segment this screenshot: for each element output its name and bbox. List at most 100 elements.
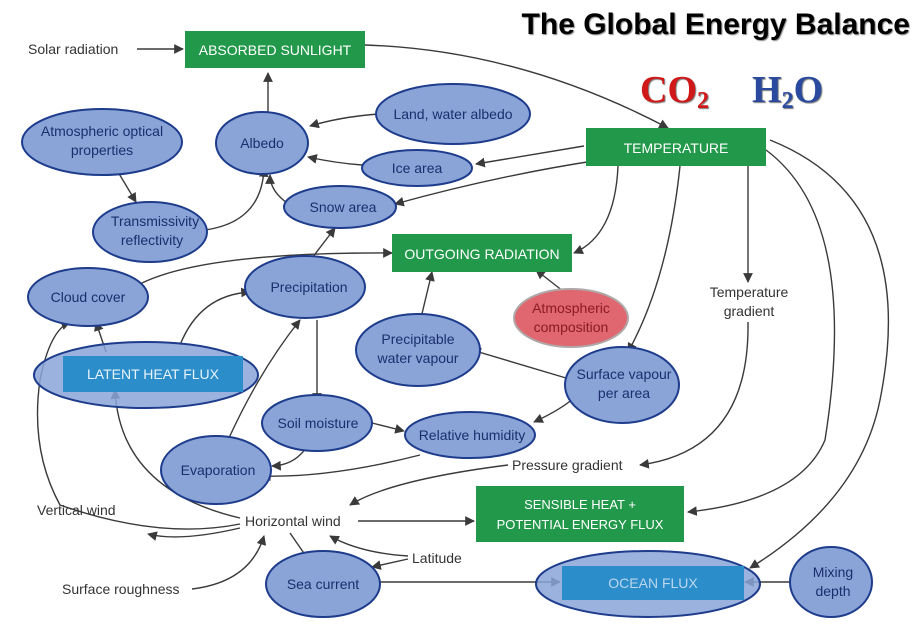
mixing-depth-node: Mixing depth <box>789 546 873 618</box>
arrow-landalbedo-to-albedo <box>309 113 379 129</box>
ocean-flux-node: OCEAN FLUX <box>535 550 761 618</box>
arrow-horizontalwind-to-verticalwind <box>36 320 241 530</box>
ocean-flux-label: OCEAN FLUX <box>608 575 698 591</box>
h2o-subscript: 2 <box>781 88 794 114</box>
absorbed-sunlight-rect <box>185 31 365 68</box>
arrow-surfacevapour-to-precipitable <box>471 347 567 379</box>
surface-vapour-label-line2: per area <box>598 385 650 401</box>
arrow-relhumidity-to-evaporation <box>261 454 421 482</box>
snow-area-node: Snow area <box>283 185 397 229</box>
outgoing-radiation-label: OUTGOING RADIATION <box>404 246 559 262</box>
evaporation-node: Evaporation <box>160 435 272 505</box>
arrow-latitude-to-horizontalwind <box>329 535 409 557</box>
transmissivity-label-line1: Transmissivity <box>111 213 199 229</box>
sensible-heat-label-line2: POTENTIAL ENERGY FLUX <box>497 517 664 532</box>
precipitation-ellipse <box>244 255 366 319</box>
sensible-heat-box: SENSIBLE HEAT + POTENTIAL ENERGY FLUX <box>476 486 684 542</box>
optical-properties-label-line2: properties <box>71 142 133 158</box>
cloud-cover-node: Cloud cover <box>27 267 149 327</box>
optical-properties-node: Atmospheric optical properties <box>21 108 183 176</box>
co2-base: CO <box>640 69 697 111</box>
horizontal-wind-label: Horizontal wind <box>245 513 341 529</box>
albedo-ellipse <box>215 111 309 175</box>
albedo-label: Albedo <box>240 135 284 151</box>
arrow-horizontalwind-to-verticalwindlabel <box>147 527 241 541</box>
arrow-relhumidity-to-surfacevapour <box>533 397 575 423</box>
arrow-evaporation-to-precip <box>227 319 301 441</box>
arrow-precip-to-cloud <box>179 287 251 346</box>
land-water-albedo-ellipse <box>375 83 531 145</box>
soil-moisture-ellipse <box>261 394 373 452</box>
arrow-icearea-to-albedo <box>307 154 363 166</box>
arrow-tempgradient-to-pressure <box>639 321 749 469</box>
latent-heat-flux-node: LATENT HEAT FLUX <box>33 341 259 409</box>
arrow-latitude-to-seacurrent <box>371 558 409 570</box>
optical-properties-label-line1: Atmospheric optical <box>41 123 163 139</box>
snow-area-label: Snow area <box>310 199 377 215</box>
precipitation-node: Precipitation <box>244 255 366 319</box>
sea-current-ellipse <box>265 550 381 618</box>
atmospheric-composition-label-line2: composition <box>534 319 609 335</box>
sensible-heat-label-line1: SENSIBLE HEAT + <box>524 497 636 512</box>
outgoing-radiation-box: OUTGOING RADIATION <box>392 234 572 272</box>
soil-moisture-label: Soil moisture <box>278 415 359 431</box>
temperature-label: TEMPERATURE <box>624 140 729 156</box>
connector-arrows <box>36 44 890 590</box>
transmissivity-node: Transmissivity reflectivity <box>92 201 208 263</box>
absorbed-sunlight-box: ABSORBED SUNLIGHT <box>185 31 365 68</box>
arrow-temperature-to-sensible <box>687 149 836 516</box>
solar-radiation-label: Solar radiation <box>28 41 118 57</box>
albedo-node: Albedo <box>215 111 309 175</box>
precipitation-label: Precipitation <box>270 279 347 295</box>
latent-heat-flux-label: LATENT HEAT FLUX <box>87 366 220 382</box>
ocean-flux-rect <box>562 566 744 600</box>
atmospheric-composition-label-line1: Atmospheric <box>532 300 610 316</box>
arrow-roughness-to-horizontalwind <box>191 535 267 590</box>
ice-area-label: Ice area <box>392 160 443 176</box>
h2o-base: H <box>752 69 782 111</box>
arrow-temperature-to-icearea <box>475 145 585 168</box>
snow-area-ellipse <box>283 185 397 229</box>
land-water-albedo-label: Land, water albedo <box>393 106 512 122</box>
arrow-horizontalwind-to-latent <box>110 389 241 519</box>
transmissivity-ellipse <box>92 201 208 263</box>
arrow-sunlight-to-temperature <box>364 44 669 129</box>
transmissivity-label-line2: reflectivity <box>121 232 183 248</box>
absorbed-sunlight-label: ABSORBED SUNLIGHT <box>199 42 352 58</box>
temperature-gradient-label-line1: Temperature <box>710 284 789 300</box>
arrow-soil-to-relhumidity <box>371 422 405 434</box>
relative-humidity-ellipse <box>404 411 536 459</box>
co2-formula: CO2 <box>640 68 709 115</box>
mixing-depth-label-line2: depth <box>815 583 850 599</box>
h2o-formula: H2O <box>752 68 823 115</box>
relative-humidity-label: Relative humidity <box>419 427 526 443</box>
temperature-box: TEMPERATURE <box>586 128 766 166</box>
diagram-title: The Global Energy Balance <box>521 8 910 41</box>
arrow-pressure-to-horizontalwind <box>349 464 509 506</box>
temperature-gradient-label-line2: gradient <box>724 303 775 319</box>
arrow-snow-to-precip <box>311 227 336 259</box>
sea-current-node: Sea current <box>265 550 381 618</box>
ice-area-ellipse <box>361 149 473 187</box>
precipitable-water-ellipse <box>355 313 481 387</box>
atmospheric-composition-ellipse <box>513 288 629 348</box>
h2o-rest: O <box>793 69 824 111</box>
surface-vapour-node: Surface vapour per area <box>564 346 680 424</box>
vertical-wind-label: Vertical wind <box>37 502 116 518</box>
sea-current-label: Sea current <box>287 576 359 592</box>
atmospheric-composition-node: Atmospheric composition <box>513 288 629 348</box>
precipitable-water-node: Precipitable water vapour <box>355 313 481 387</box>
pressure-gradient-label: Pressure gradient <box>512 457 623 473</box>
surface-vapour-label-line1: Surface vapour <box>577 366 672 382</box>
relative-humidity-node: Relative humidity <box>404 411 536 459</box>
land-water-albedo-node: Land, water albedo <box>375 83 531 145</box>
evaporation-ellipse <box>160 435 272 505</box>
cloud-cover-label: Cloud cover <box>51 289 126 305</box>
precipitable-water-label-line1: Precipitable <box>381 331 454 347</box>
mixing-depth-ellipse <box>789 546 873 618</box>
latent-heat-flux-rect <box>63 356 243 392</box>
surface-vapour-ellipse <box>564 346 680 424</box>
arrow-temperature-to-outgoing <box>573 165 619 254</box>
evaporation-label: Evaporation <box>181 462 256 478</box>
